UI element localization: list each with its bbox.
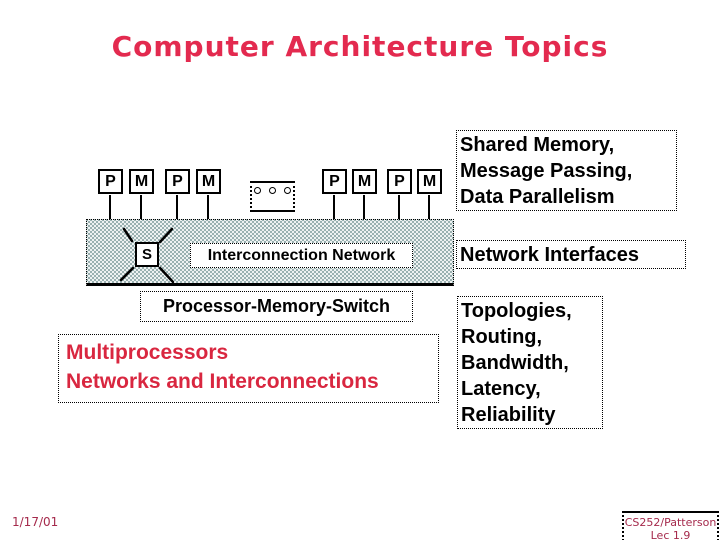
connector-line [176, 195, 178, 219]
annotation-line: Routing, [461, 326, 543, 348]
credit-box: CS252/Patterson Lec 1.9 [622, 511, 719, 540]
connector-line [428, 195, 430, 219]
annotation-topologies: Topologies, Routing, Bandwidth, Latency,… [457, 296, 603, 429]
annotation-line: Reliability [461, 404, 556, 426]
processor-box: P [165, 169, 190, 194]
annotation-line: Topologies, [461, 300, 572, 322]
ellipsis-icon [250, 181, 295, 212]
processor-memory-switch-caption: Processor-Memory-Switch [140, 291, 413, 322]
credit-line: Lec 1.9 [650, 529, 691, 540]
connector-line [140, 195, 142, 219]
ellipsis-dot [284, 187, 291, 194]
ellipsis-dot [254, 187, 261, 194]
annotation-line: Network Interfaces [460, 244, 639, 266]
memory-box: M [352, 169, 377, 194]
annotation-shared-memory: Shared Memory, Message Passing, Data Par… [456, 130, 677, 211]
connector-line [207, 195, 209, 219]
multiprocessors-topic-box: Multiprocessors Networks and Interconnec… [58, 334, 439, 403]
ellipsis-dot [269, 187, 276, 194]
processor-box: P [98, 169, 123, 194]
processor-box: P [322, 169, 347, 194]
switch-crossbar-icon [119, 227, 175, 284]
annotation-line: Data Parallelism [460, 186, 615, 208]
page-title: Computer Architecture Topics [111, 30, 609, 63]
memory-box: M [196, 169, 221, 194]
annotation-line: Message Passing, [460, 160, 633, 182]
annotation-line: Bandwidth, [461, 352, 569, 374]
connector-line [398, 195, 400, 219]
topic-line: Multiprocessors [66, 341, 229, 364]
connector-line [109, 195, 111, 219]
connector-line [363, 195, 365, 219]
slide-date: 1/17/01 [12, 515, 59, 529]
credit-line: CS252/Patterson [624, 516, 717, 529]
topic-line: Networks and Interconnections [66, 370, 379, 393]
connector-line [333, 195, 335, 219]
switch-box: S [135, 242, 159, 267]
memory-box: M [129, 169, 154, 194]
interconnection-network-label: Interconnection Network [190, 243, 413, 268]
annotation-line: Shared Memory, [460, 134, 615, 156]
processor-box: P [387, 169, 412, 194]
memory-box: M [417, 169, 442, 194]
annotation-network-interfaces: Network Interfaces [456, 240, 686, 269]
annotation-line: Latency, [461, 378, 541, 400]
